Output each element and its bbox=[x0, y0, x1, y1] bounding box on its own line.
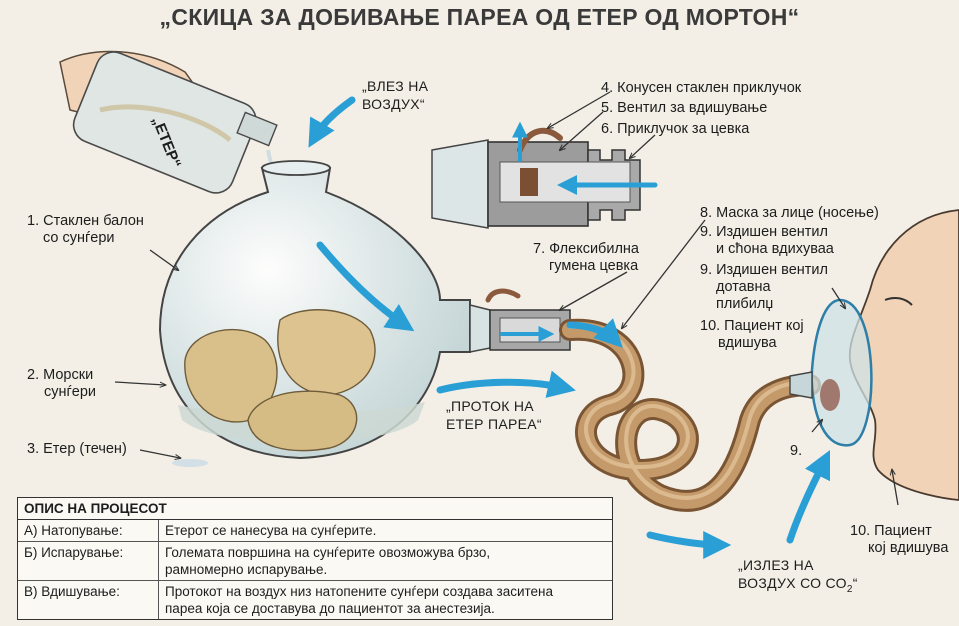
sea-sponge bbox=[277, 309, 376, 396]
rubber-tube bbox=[559, 318, 821, 512]
label-conical-connector: 4. Конусен стаклен приклучок bbox=[601, 80, 802, 96]
face-mask bbox=[789, 298, 873, 447]
legend-text-line: Протокот на воздух низ натопените сунѓер… bbox=[165, 584, 554, 599]
sea-sponge bbox=[184, 328, 278, 423]
glass-flask bbox=[158, 160, 471, 467]
label-face-mask: 8. Маска за лице (носење) bbox=[700, 205, 879, 221]
legend-text-line: пареа која се доставува до пациентот за … bbox=[165, 601, 495, 616]
process-legend: ОПИС НА ПРОЦЕСОТ А) Натопување: Етерот се… bbox=[17, 497, 613, 620]
tube-flow-arrow bbox=[646, 530, 732, 559]
legend-row: Б) Испарување: Големата површина на сунѓе… bbox=[18, 541, 612, 581]
legend-table: А) Натопување: Етерот се нанесува на сунѓ… bbox=[18, 520, 612, 619]
label-inhale-valve: 5. Вентил за вдишување bbox=[601, 100, 768, 116]
flask-valve-connector bbox=[469, 288, 571, 353]
legend-step-text: Протокот на воздух низ натопените сунѓер… bbox=[158, 580, 612, 619]
legend-step-key: В) Вдишување: bbox=[18, 580, 159, 619]
legend-text-line: Етерот се нанесува на сунѓерите. bbox=[165, 523, 377, 538]
vapor-flow-arrow bbox=[316, 241, 415, 332]
sea-sponge bbox=[247, 390, 358, 452]
leader-lines bbox=[114, 91, 899, 506]
legend-header: ОПИС НА ПРОЦЕСОТ bbox=[18, 498, 612, 520]
label-valve-short: 9. bbox=[790, 443, 803, 459]
ether-bottle bbox=[72, 51, 257, 194]
label-tube-connector: 6. Приклучок за цевка bbox=[601, 121, 750, 137]
legend-text-line: рамномерно испарување. bbox=[165, 562, 328, 577]
diagram-title: „СКИЦА ЗА ДОБИВАЊЕ ПАРЕА ОД ЕТЕР ОД МОРТ… bbox=[159, 4, 800, 30]
air-out-label: „ИЗЛЕЗ НА ВОЗДУХ СО СО2“ bbox=[738, 557, 858, 595]
legend-step-text: Големата површина на сунѓерите овозможув… bbox=[158, 541, 612, 581]
valve-detail-inset bbox=[431, 127, 641, 229]
air-in-arrow bbox=[308, 96, 356, 148]
legend-step-text: Етерот се нанесува на сунѓерите. bbox=[159, 520, 613, 542]
legend-row: В) Вдишување: Протокот на воздух низ нато… bbox=[18, 580, 612, 619]
hand-pouring-ether bbox=[59, 50, 278, 194]
flow-arrows bbox=[308, 96, 831, 559]
legend-step-key: А) Натопување: bbox=[18, 520, 159, 542]
legend-text-line: Големата површина на сунѓерите овозможув… bbox=[165, 545, 491, 560]
legend-step-key: Б) Испарување: bbox=[18, 541, 159, 581]
legend-row: А) Натопување: Етерот се нанесува на сунѓ… bbox=[18, 520, 612, 542]
label-ether: 3. Етер (течен) bbox=[27, 441, 127, 457]
vapor-flow-arrow bbox=[436, 370, 576, 398]
air-out-arrow bbox=[786, 449, 831, 544]
